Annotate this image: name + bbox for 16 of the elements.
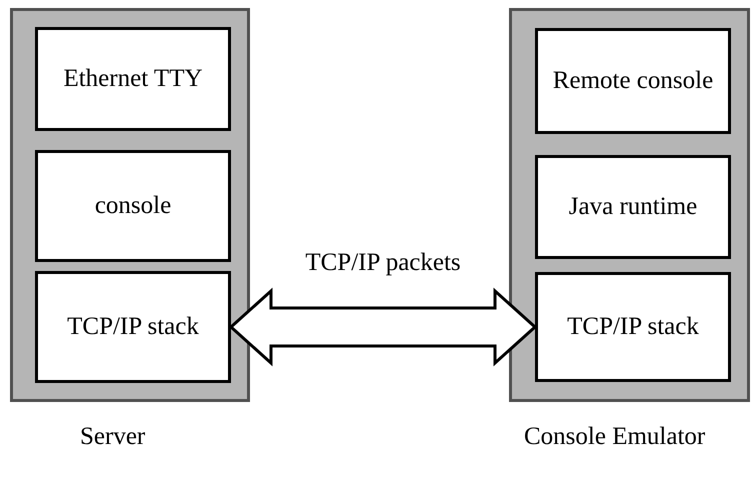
- layer-label: TCP/IP stack: [67, 312, 199, 342]
- double-block-arrow: [228, 288, 538, 366]
- layer-box: [535, 272, 731, 382]
- layer-box: [535, 155, 731, 259]
- panel-caption: Server: [80, 423, 146, 451]
- layer-box: [35, 271, 231, 383]
- edge-label: TCP/IP packets: [305, 249, 461, 277]
- layer-box: [35, 27, 231, 131]
- layer-label: Remote console: [552, 66, 714, 96]
- layer-label: console: [94, 190, 172, 221]
- layer-label: TCP/IP stack: [567, 312, 699, 342]
- layer-label: Java runtime: [568, 192, 698, 222]
- layer-label: Ethernet TTY: [63, 64, 203, 94]
- panel-caption: Console Emulator: [524, 423, 706, 451]
- layer-box: [535, 28, 731, 134]
- layer-box: [35, 150, 231, 262]
